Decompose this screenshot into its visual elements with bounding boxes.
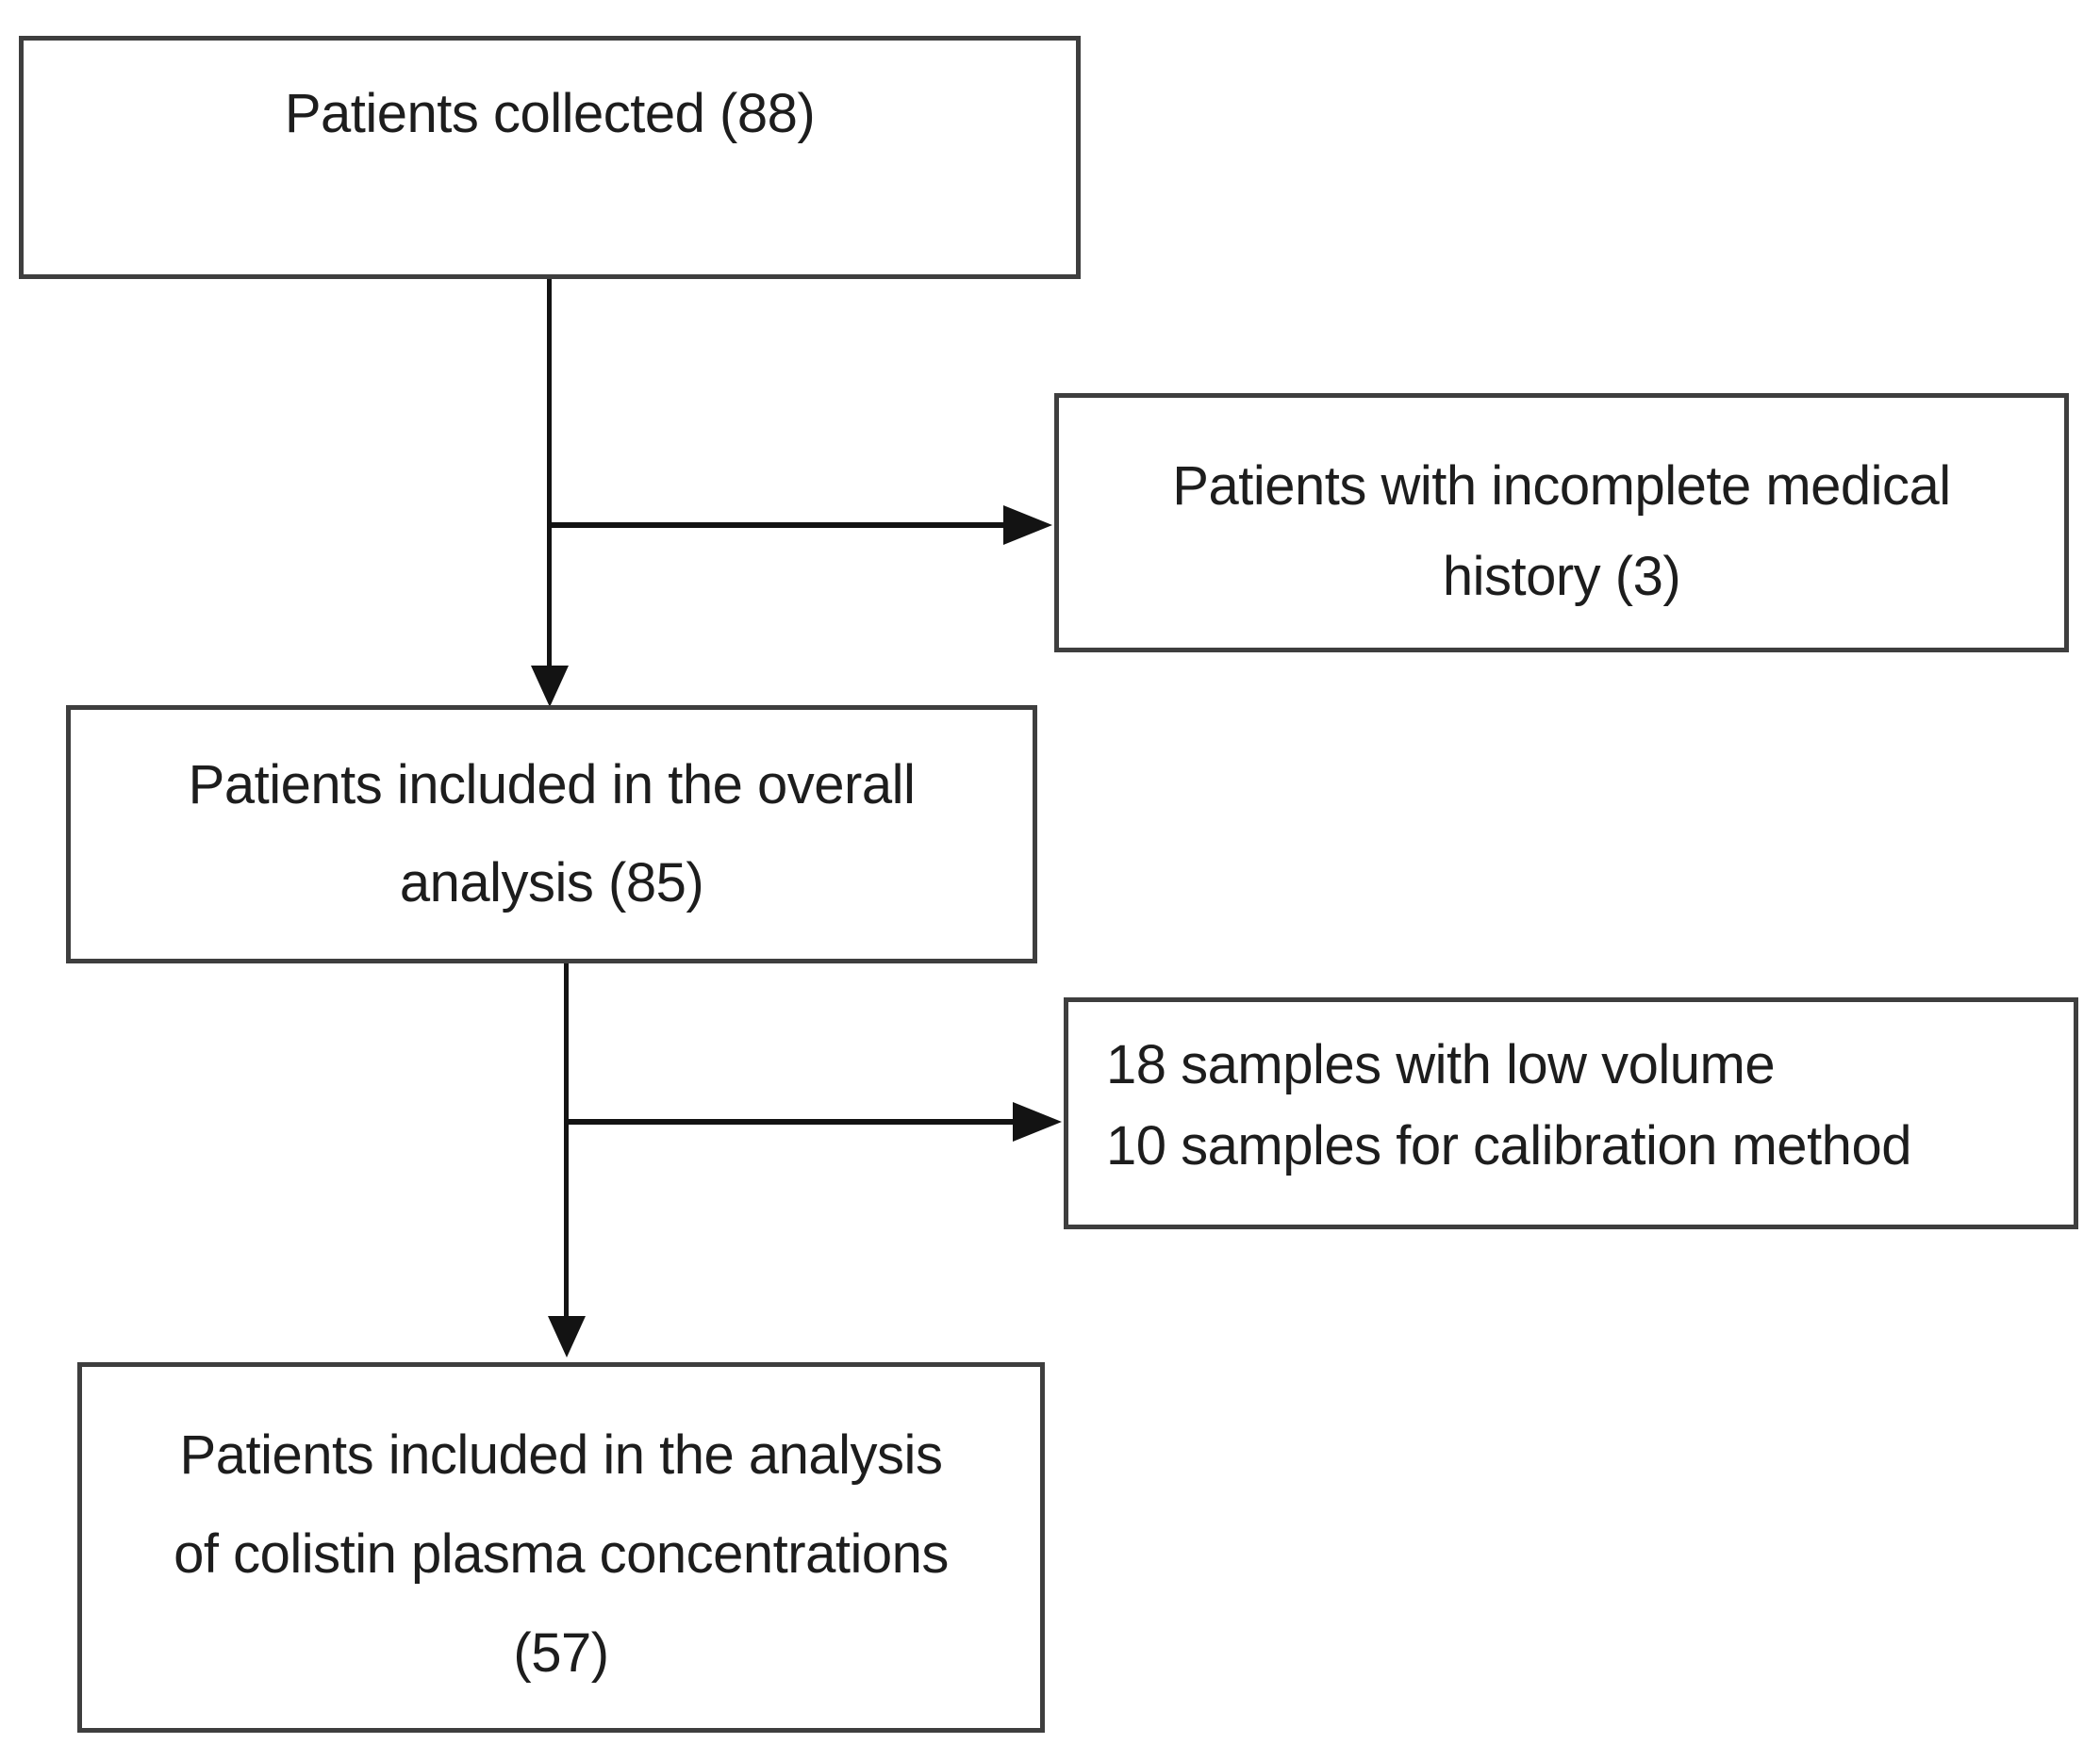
node-samples-line-2: 10 samples for calibration method: [1106, 1115, 1911, 1176]
connector-overall-to-plasma: [564, 963, 569, 1318]
node-plasma-line-1: Patients included in the analysis: [179, 1424, 943, 1486]
arrowhead-right-samples: [1013, 1102, 1062, 1142]
node-samples-line-1: 18 samples with low volume: [1106, 1034, 1776, 1095]
node-plasma-line-3: (57): [513, 1622, 609, 1684]
connector-branch-incomplete: [547, 522, 1005, 528]
connector-collected-to-overall: [547, 279, 552, 669]
node-patients-collected-label: Patients collected (88): [284, 83, 816, 144]
node-overall-line-1: Patients included in the overall: [188, 754, 916, 815]
node-plasma-concentration-analysis: Patients included in the analysis of col…: [77, 1362, 1045, 1733]
node-incomplete-line-1: Patients with incomplete medical: [1172, 454, 1951, 517]
arrowhead-down-plasma: [548, 1316, 586, 1357]
node-overall-analysis: Patients included in the overall analysi…: [66, 705, 1037, 963]
connector-branch-samples: [564, 1119, 1015, 1125]
node-patients-collected: Patients collected (88): [19, 36, 1081, 279]
node-overall-line-2: analysis (85): [399, 852, 704, 913]
node-plasma-line-2: of colistin plasma concentrations: [174, 1523, 949, 1585]
arrowhead-right-incomplete: [1003, 505, 1052, 545]
arrowhead-down-overall: [531, 666, 569, 707]
node-incomplete-medical-history: Patients with incomplete medical history…: [1054, 393, 2069, 652]
node-excluded-samples: 18 samples with low volume 10 samples fo…: [1064, 997, 2078, 1229]
node-incomplete-line-2: history (3): [1442, 545, 1681, 607]
